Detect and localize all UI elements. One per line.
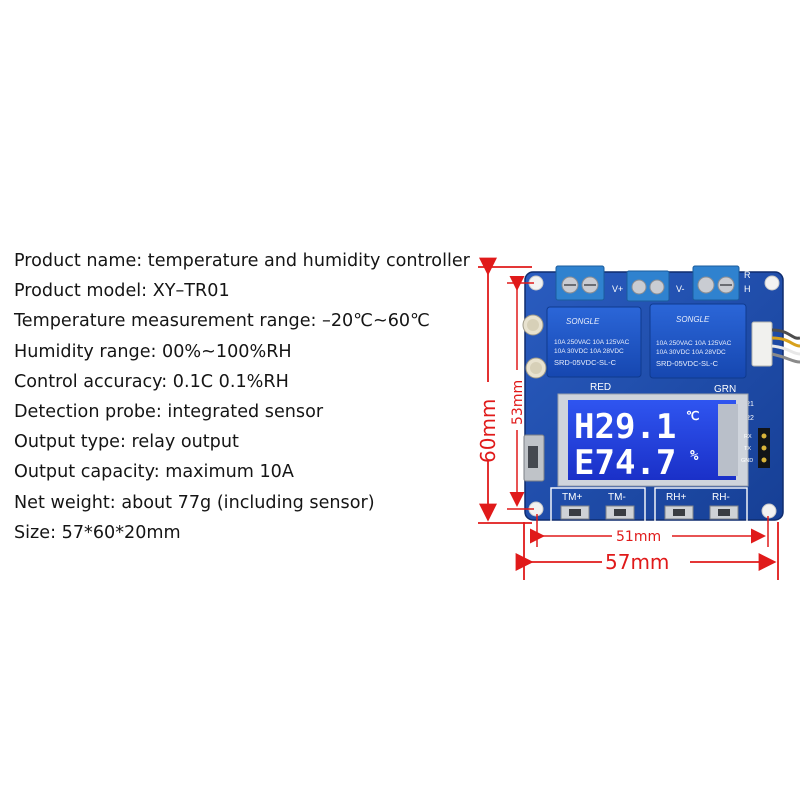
sensor-connector: [751, 321, 800, 367]
rh-plus-button[interactable]: [664, 505, 694, 520]
button-label-tm-plus: TM+: [562, 492, 582, 503]
capacitor-top: [522, 314, 544, 336]
terminal-label-vplus: V+: [612, 284, 623, 294]
spec-control-accuracy: Control accuracy: 0.1C 0.1%RH: [14, 371, 289, 392]
led-label-red: RED: [590, 382, 611, 393]
dimension-width-inner: 51mm: [530, 514, 769, 547]
dimension-label-60mm: 60mm: [476, 399, 500, 463]
spec-humidity-range: Humidity range: 00%~100%RH: [14, 341, 292, 362]
spec-size: Size: 57*60*20mm: [14, 522, 181, 543]
dimension-height-inner: 53mm: [507, 276, 534, 510]
relay-left-rating-2: 10A 30VDC 10A 28VDC: [554, 348, 624, 355]
spec-net-weight: Net weight: about 77g (including sensor): [14, 492, 375, 513]
spec-detection-probe: Detection probe: integrated sensor: [14, 401, 324, 422]
relay-right-brand: SONGLE: [676, 315, 710, 324]
corner-label-r2: R2: [745, 415, 754, 422]
terminal-label-vminus: V-: [676, 284, 685, 294]
pin-label-gnd: GND: [741, 458, 753, 464]
lcd-humidity-reading: E74.7: [574, 443, 676, 483]
relay-left-rating-1: 10A 250VAC 10A 125VAC: [554, 339, 630, 346]
pin-label-tx: TX: [744, 446, 751, 452]
button-label-rh-plus: RH+: [666, 492, 686, 503]
spec-product-name: Product name: temperature and humidity c…: [14, 251, 470, 271]
dimension-width-outer: 57mm: [515, 522, 779, 580]
relay-right-rating-2: 10A 30VDC 10A 28VDC: [656, 349, 726, 356]
button-panel-tm: TM+ TM-: [550, 487, 646, 523]
usb-port[interactable]: [523, 434, 545, 482]
spec-output-type: Output type: relay output: [14, 432, 239, 453]
corner-label-h: H: [744, 284, 751, 294]
pin-label-rx: RX: [744, 434, 752, 440]
spec-output-capacity: Output capacity: maximum 10A: [14, 462, 294, 483]
button-panel-rh: RH+ RH-: [654, 487, 748, 523]
dimension-height-outer: 60mm: [476, 257, 532, 524]
lcd-display: H29.1 ℃ E74.7 %: [557, 393, 749, 487]
dimension-label-51mm: 51mm: [616, 529, 661, 545]
relay-left: SONGLE 10A 250VAC 10A 125VAC 10A 30VDC 1…: [546, 306, 642, 378]
tm-plus-button[interactable]: [560, 505, 590, 520]
corner-label-r: R: [744, 270, 751, 280]
tm-minus-button[interactable]: [605, 505, 635, 520]
uart-header: [758, 428, 770, 468]
capacitor-bottom: [525, 357, 547, 379]
spec-product-model: Product model: XY–TR01: [14, 281, 230, 302]
lcd-temperature-reading: H29.1: [574, 407, 676, 447]
spec-list: Product name: temperature and humidity c…: [14, 246, 484, 548]
led-label-grn: GRN: [714, 384, 736, 395]
dimension-label-57mm: 57mm: [605, 550, 669, 574]
terminal-block-left: [555, 265, 605, 301]
button-label-tm-minus: TM-: [608, 492, 626, 503]
button-label-rh-minus: RH-: [712, 492, 730, 503]
rh-minus-button[interactable]: [709, 505, 739, 520]
relay-left-brand: SONGLE: [566, 317, 600, 326]
terminal-block-center: [626, 270, 670, 302]
relay-right-rating-1: 10A 250VAC 10A 125VAC: [656, 340, 732, 347]
spec-temperature-range: Temperature measurement range: –20℃~60℃: [14, 311, 430, 332]
relay-right: SONGLE 10A 250VAC 10A 125VAC 10A 30VDC 1…: [649, 303, 747, 379]
corner-label-r1: R1: [745, 401, 754, 408]
lcd-humidity-unit: %: [690, 448, 699, 464]
terminal-block-right: [692, 265, 740, 301]
relay-right-model: SRD-05VDC-SL-C: [656, 359, 719, 368]
dimension-label-53mm: 53mm: [510, 380, 526, 425]
lcd-temperature-unit: ℃: [686, 409, 699, 423]
relay-left-model: SRD-05VDC-SL-C: [554, 358, 617, 367]
